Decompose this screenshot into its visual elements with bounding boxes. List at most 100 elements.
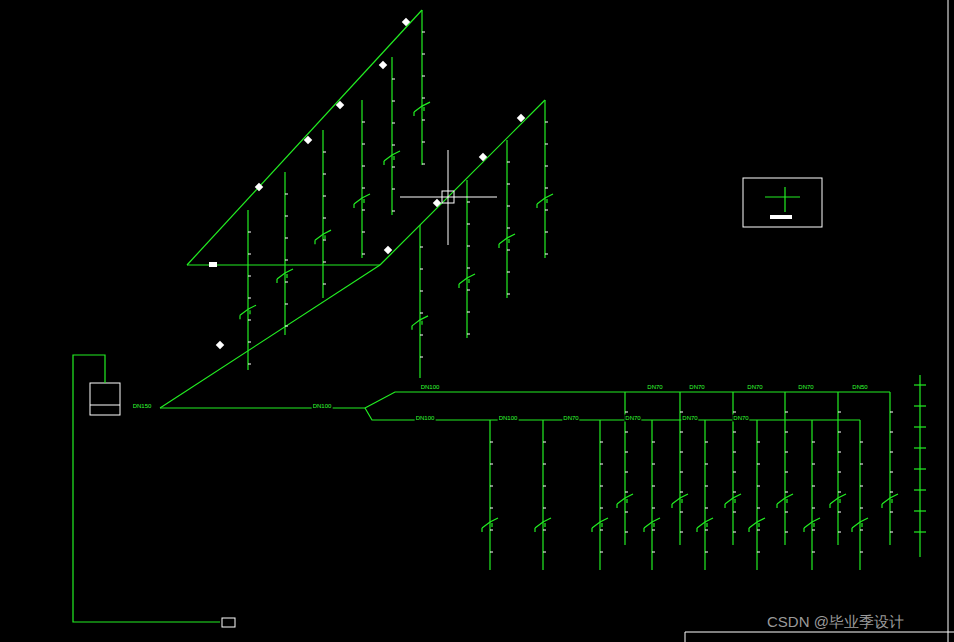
- detail-frame: [743, 178, 822, 227]
- valve-symbol: [433, 199, 441, 207]
- elevation-tick: [914, 531, 926, 532]
- fixture-branch: [411, 326, 412, 330]
- riser-tick: [785, 472, 788, 473]
- fixture-branch: [672, 494, 688, 504]
- watermark: CSDN @毕业季设计: [766, 613, 905, 630]
- riser-tick: [625, 532, 628, 533]
- fixture-branch: [882, 494, 898, 504]
- fixture-branch: [354, 194, 370, 204]
- fixture-branch: [421, 321, 422, 325]
- riser-tick: [323, 284, 326, 285]
- riser-tick: [600, 530, 603, 531]
- drop-pipe: [784, 392, 785, 545]
- riser-tick: [838, 532, 841, 533]
- fixture-branch: [384, 151, 400, 161]
- riser-tick: [490, 486, 493, 487]
- riser-tick: [285, 326, 288, 327]
- riser-tick: [860, 464, 863, 465]
- detail-pipe: [765, 196, 800, 197]
- riser-tick: [490, 508, 493, 509]
- riser-tick: [860, 552, 863, 553]
- riser-tick: [285, 216, 288, 217]
- riser-tick: [362, 232, 365, 233]
- fixture-branch: [468, 279, 469, 283]
- riser-tick: [392, 167, 395, 168]
- riser-tick: [838, 472, 841, 473]
- riser-tick: [680, 512, 683, 513]
- riser-pipe: [544, 100, 545, 258]
- riser-tick: [543, 486, 546, 487]
- riser-tick: [812, 486, 815, 487]
- pipe-size-label: DN70: [624, 415, 641, 422]
- riser-tick: [812, 464, 815, 465]
- riser-tick: [625, 412, 628, 413]
- riser-tick: [652, 442, 655, 443]
- fixture-branch: [591, 528, 592, 532]
- tank-symbol: [90, 383, 120, 415]
- riser-tick: [248, 232, 251, 233]
- riser-pipe: [247, 210, 248, 370]
- valve-symbol: [209, 262, 217, 267]
- elevation-tick: [914, 447, 926, 448]
- riser-tick: [323, 196, 326, 197]
- riser-tick: [543, 508, 546, 509]
- fixture-branch: [724, 504, 725, 508]
- valve-symbol: [216, 341, 224, 349]
- fixture-branch: [499, 234, 515, 244]
- riser-tick: [323, 152, 326, 153]
- fixture-branch: [643, 528, 644, 532]
- fixture-branch: [851, 528, 852, 532]
- riser-tick: [860, 486, 863, 487]
- riser-tick: [362, 254, 365, 255]
- fixture-branch: [482, 518, 498, 528]
- riser-tick: [467, 268, 470, 269]
- riser-tick: [467, 290, 470, 291]
- riser-pipe: [466, 180, 467, 338]
- fixture-branch: [644, 518, 660, 528]
- elevation-tick: [914, 489, 926, 490]
- riser-tick: [757, 486, 760, 487]
- riser-tick: [860, 530, 863, 531]
- riser-tick: [422, 54, 425, 55]
- riser-tick: [890, 492, 893, 493]
- riser-tick: [652, 508, 655, 509]
- riser-tick: [625, 432, 628, 433]
- fixture-branch: [829, 504, 830, 508]
- riser-tick: [812, 508, 815, 509]
- elevation-tick: [914, 468, 926, 469]
- riser-tick: [680, 532, 683, 533]
- riser-tick: [838, 432, 841, 433]
- riser-tick: [812, 442, 815, 443]
- fixture-branch: [881, 504, 882, 508]
- riser-tick: [362, 210, 365, 211]
- fixture-branch: [276, 279, 277, 283]
- fixture-branch: [616, 504, 617, 508]
- riser-tick: [812, 530, 815, 531]
- fixture-branch: [249, 310, 250, 314]
- riser-tick: [545, 188, 548, 189]
- fixture-branch: [315, 230, 331, 240]
- riser-tick: [890, 432, 893, 433]
- riser-tick: [890, 512, 893, 513]
- riser-tick: [625, 492, 628, 493]
- riser-tick: [785, 492, 788, 493]
- riser-tick: [362, 144, 365, 145]
- riser-tick: [785, 412, 788, 413]
- fixture-branch: [749, 518, 765, 528]
- loop-pipe: [73, 355, 220, 622]
- riser-tick: [285, 282, 288, 283]
- fixture-branch: [240, 305, 256, 315]
- valve-symbol: [479, 153, 487, 161]
- riser-tick: [757, 552, 760, 553]
- fixture-branch: [393, 156, 394, 160]
- riser-tick: [362, 188, 365, 189]
- fixture-branch: [653, 523, 654, 527]
- riser-tick: [625, 472, 628, 473]
- title-block-line: [685, 632, 954, 633]
- riser-tick: [392, 211, 395, 212]
- riser-tick: [600, 464, 603, 465]
- riser-tick: [490, 442, 493, 443]
- fixture-branch: [839, 499, 840, 503]
- fixture-branch: [353, 204, 354, 208]
